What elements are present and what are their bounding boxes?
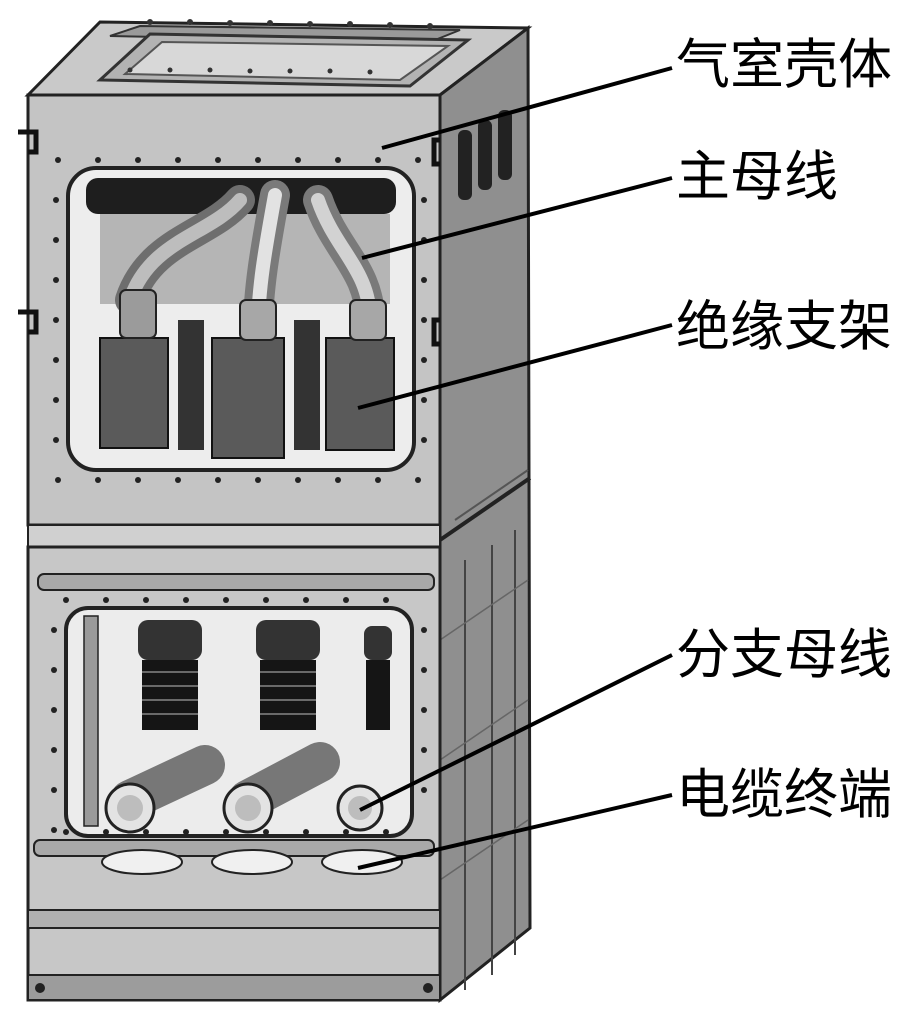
- upper-front-panel: [18, 93, 442, 527]
- label-branch-busbar: 分支母线: [676, 623, 892, 686]
- panel-divider: [27, 524, 441, 548]
- label-main-busbar: 主母线: [676, 145, 838, 208]
- lower-front-panel: [26, 545, 442, 1002]
- leader-line: [357, 323, 673, 410]
- leader-line: [357, 793, 673, 870]
- top-lid: [24, 19, 533, 97]
- leader-lines: [357, 66, 673, 870]
- leader-line: [361, 176, 673, 260]
- leader-line: [381, 66, 673, 150]
- leader-line: [359, 653, 673, 812]
- side-panel: [438, 24, 532, 1004]
- label-insulating-support: 绝缘支架: [676, 295, 892, 358]
- label-gas-chamber-shell: 气室壳体: [676, 33, 892, 96]
- label-cable-termination: 电缆终端: [676, 763, 892, 826]
